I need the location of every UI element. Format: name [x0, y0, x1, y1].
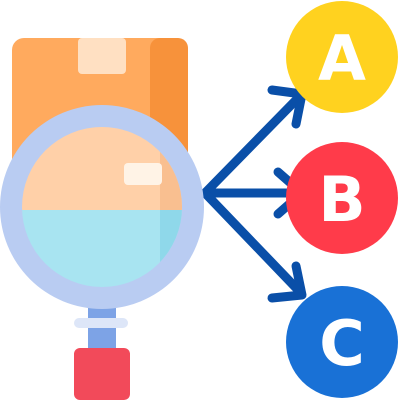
option-c-letter: C	[319, 307, 365, 380]
option-c-badge: C	[286, 286, 398, 398]
tape-window	[124, 163, 162, 185]
option-a-letter: A	[318, 22, 366, 95]
handle	[74, 348, 130, 400]
handle-collar	[74, 318, 128, 328]
option-a-badge: A	[286, 1, 398, 113]
magnifying-glass-icon	[0, 105, 204, 400]
option-b-letter: B	[318, 163, 365, 236]
option-b-badge: B	[286, 142, 398, 254]
